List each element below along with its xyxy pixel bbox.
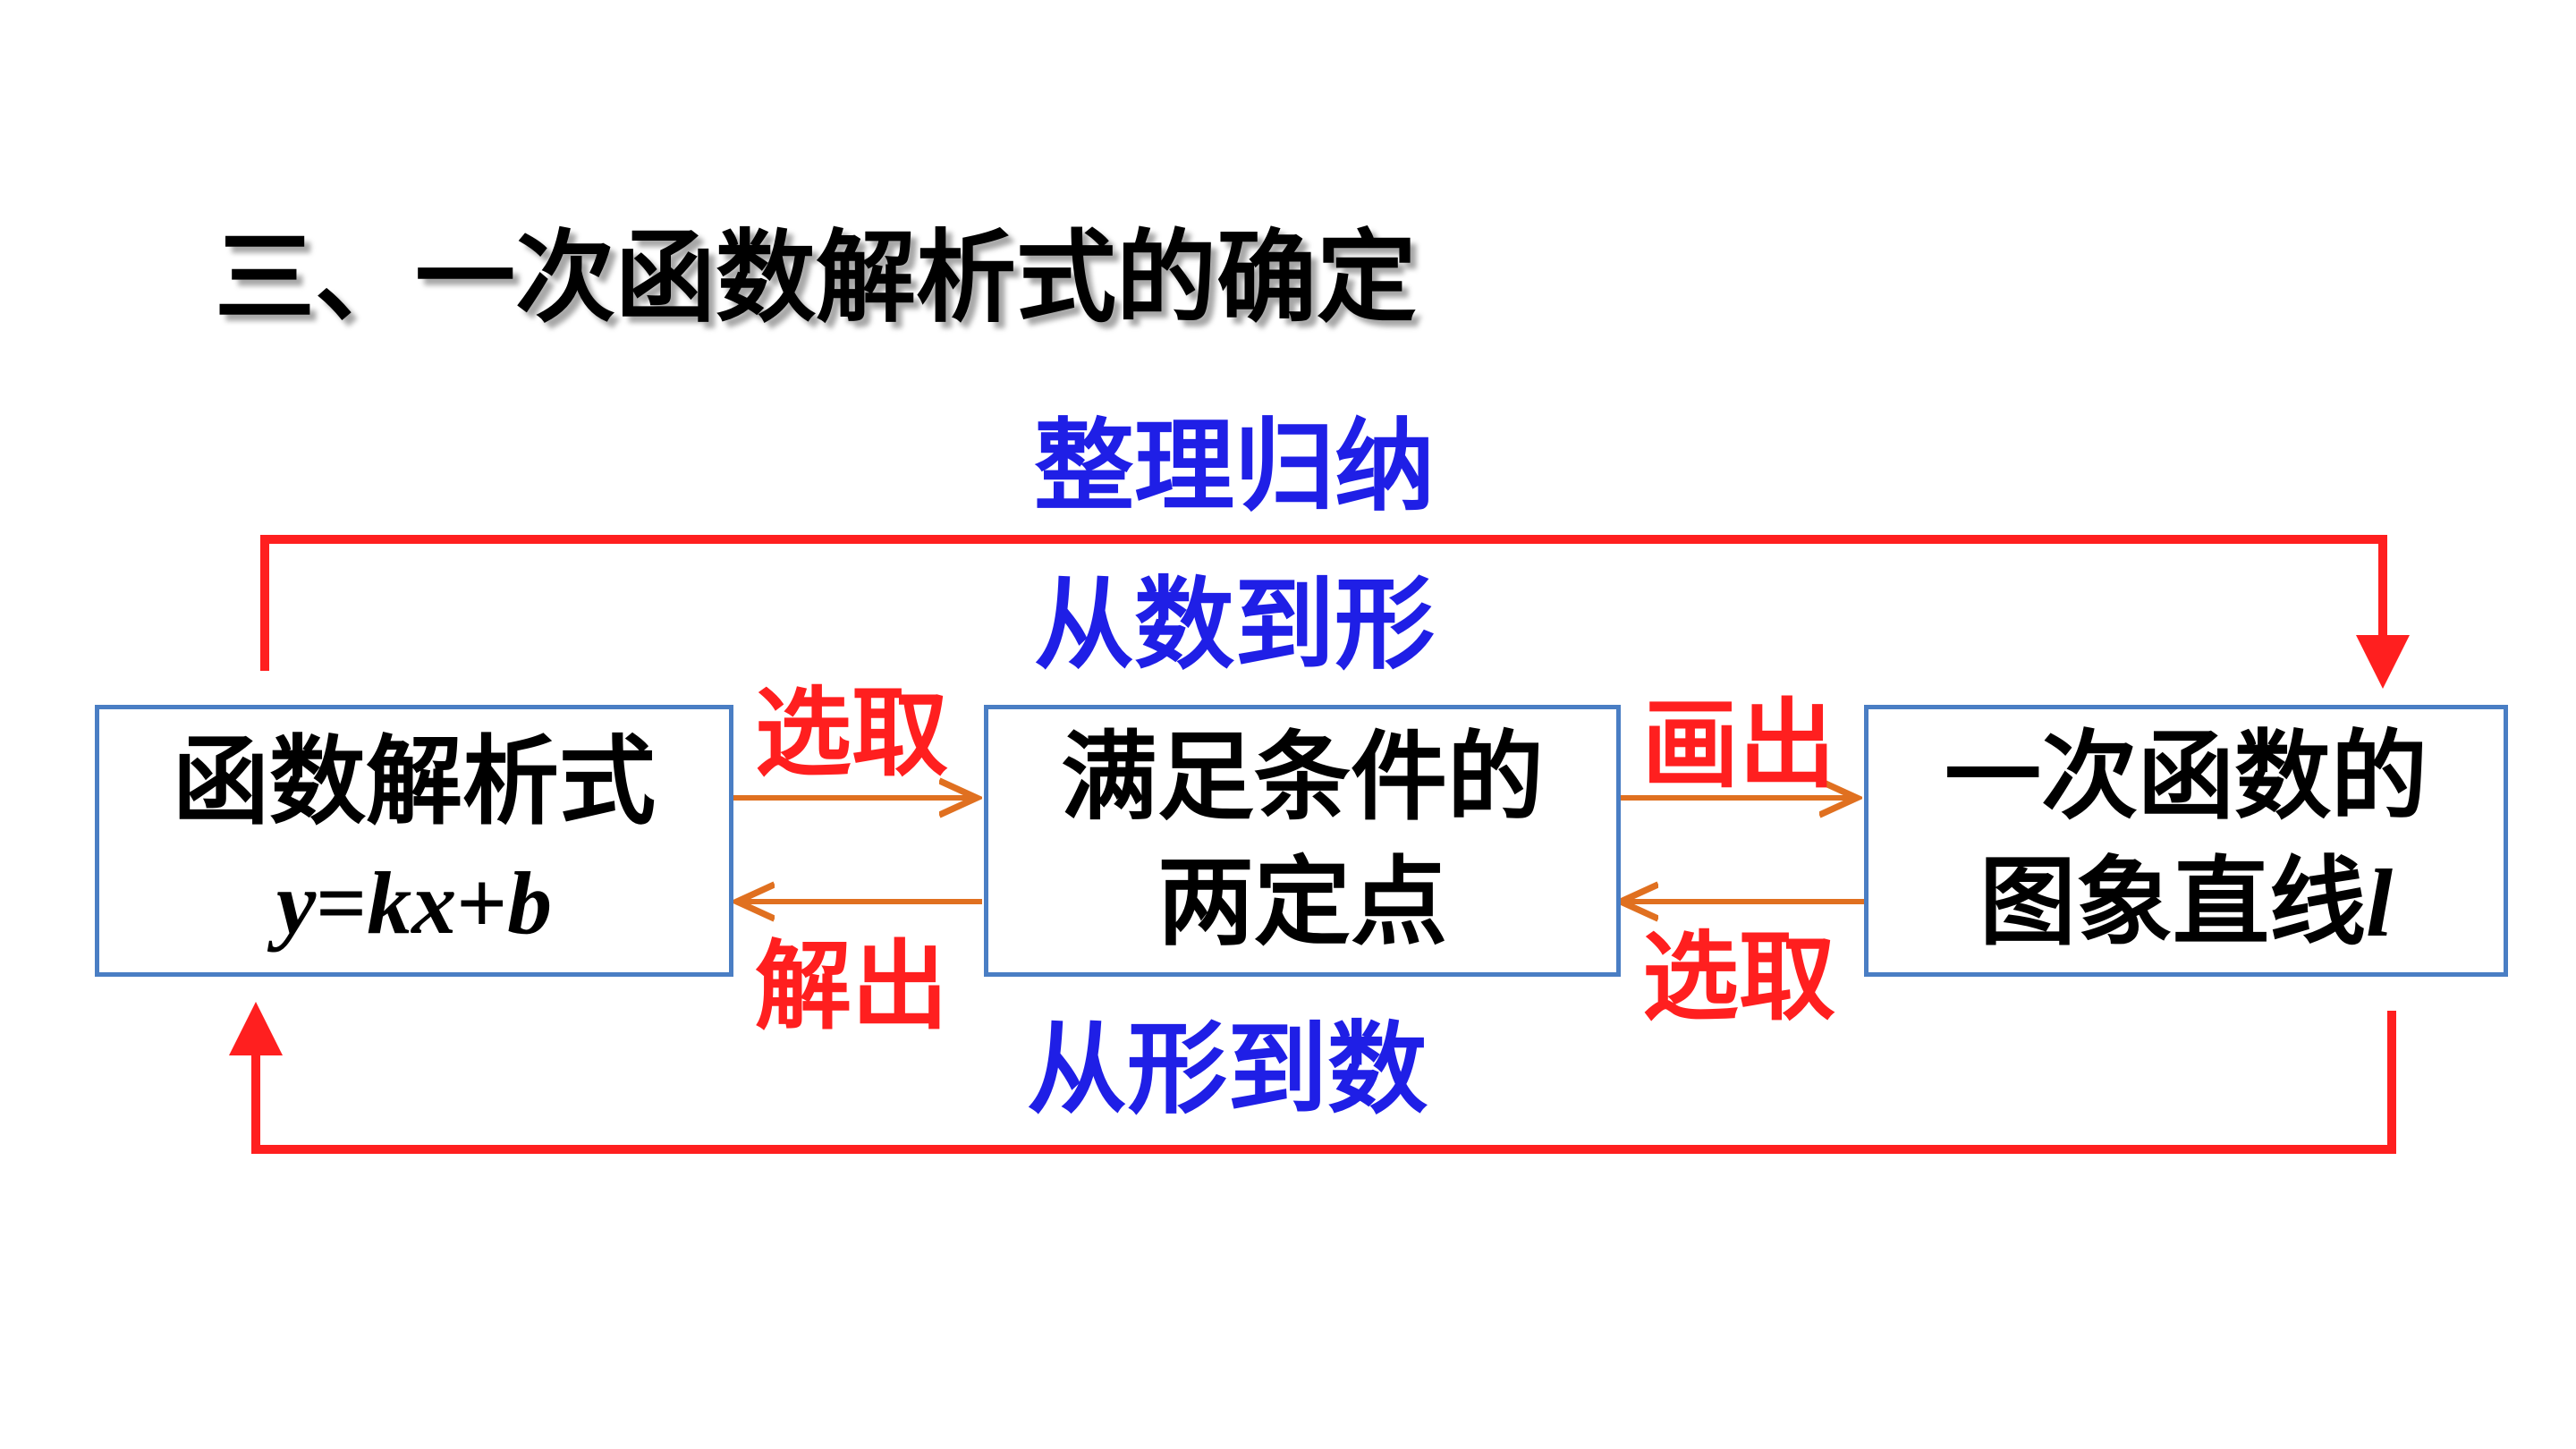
top-loop-arrow <box>260 535 2410 689</box>
formula-expression: y=kx+b <box>276 845 552 962</box>
label-solve: 解出 <box>755 931 949 1043</box>
box-linear-graph-line1: 一次函数的 <box>1944 721 2428 834</box>
formula-plus: + <box>456 853 508 953</box>
line-variable-l: l <box>2366 850 2394 957</box>
formula-kx: kx <box>367 853 457 953</box>
label-number-to-shape: 从数到形 <box>1034 567 1435 683</box>
box-two-points-line2: 两定点 <box>1157 847 1447 959</box>
label-select-left: 选取 <box>755 678 949 790</box>
box-two-points: 满足条件的 两定点 <box>984 705 1621 977</box>
box-function-expression: 函数解析式 y=kx+b <box>95 705 733 977</box>
formula-b: b <box>507 853 553 953</box>
box-function-expression-label: 函数解析式 <box>172 725 656 838</box>
label-draw: 画出 <box>1642 690 1836 801</box>
formula-equals: = <box>316 853 368 953</box>
bottom-loop-arrow <box>229 1002 2396 1154</box>
formula-y: y <box>275 853 317 953</box>
label-shape-to-number: 从形到数 <box>1027 1012 1428 1128</box>
slide-title: 三、一次函数解析式的确定 <box>215 220 1417 336</box>
box-linear-graph: 一次函数的 图象直线l <box>1864 705 2508 977</box>
label-select-right: 选取 <box>1642 922 1836 1034</box>
box-two-points-line1: 满足条件的 <box>1060 721 1544 834</box>
box-linear-graph-line2-text: 图象直线 <box>1979 846 2366 959</box>
box-linear-graph-line2: 图象直线l <box>1979 841 2393 967</box>
label-organize-summarize: 整理归纳 <box>1034 409 1435 525</box>
